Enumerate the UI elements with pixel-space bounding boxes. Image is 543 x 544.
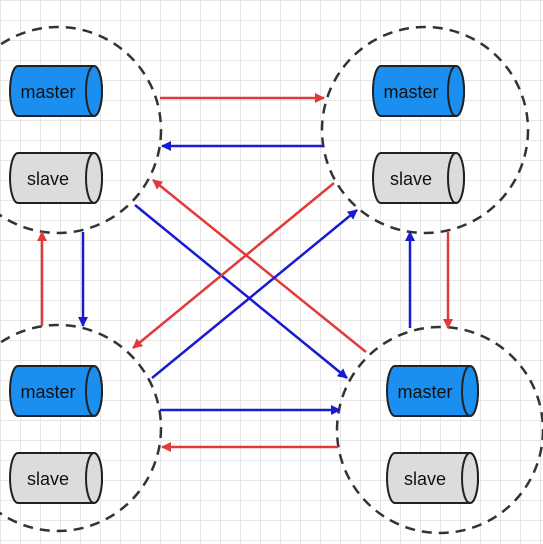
slave-cylinder-bottom-right: slave — [386, 452, 479, 504]
node-circle-bottom-right — [335, 325, 543, 535]
master-cylinder-bottom-right: master — [386, 365, 479, 417]
master-cylinder-top-left: master — [9, 65, 103, 117]
slave-label: slave — [404, 469, 446, 489]
slave-cylinder-top-right: slave — [372, 152, 465, 204]
node-circle-top-left — [0, 25, 163, 235]
master-cylinder-bottom-left: master — [9, 365, 103, 417]
master-label: master — [397, 382, 452, 402]
arrow-br-to-tl — [152, 179, 367, 353]
arrow-tl-to-br — [134, 204, 348, 379]
slave-cylinder-top-left: slave — [9, 152, 103, 204]
arrow-bl-to-tr — [151, 209, 358, 379]
slave-cylinder-bottom-left: slave — [9, 452, 103, 504]
slave-label: slave — [27, 169, 69, 189]
master-label: master — [383, 82, 438, 102]
node-circle-bottom-left — [0, 323, 163, 533]
master-label: master — [20, 382, 75, 402]
master-cylinder-top-right: master — [372, 65, 465, 117]
arrow-tr-to-bl — [132, 182, 335, 349]
slave-label: slave — [390, 169, 432, 189]
slave-label: slave — [27, 469, 69, 489]
node-circle-top-right — [320, 25, 530, 235]
master-label: master — [20, 82, 75, 102]
